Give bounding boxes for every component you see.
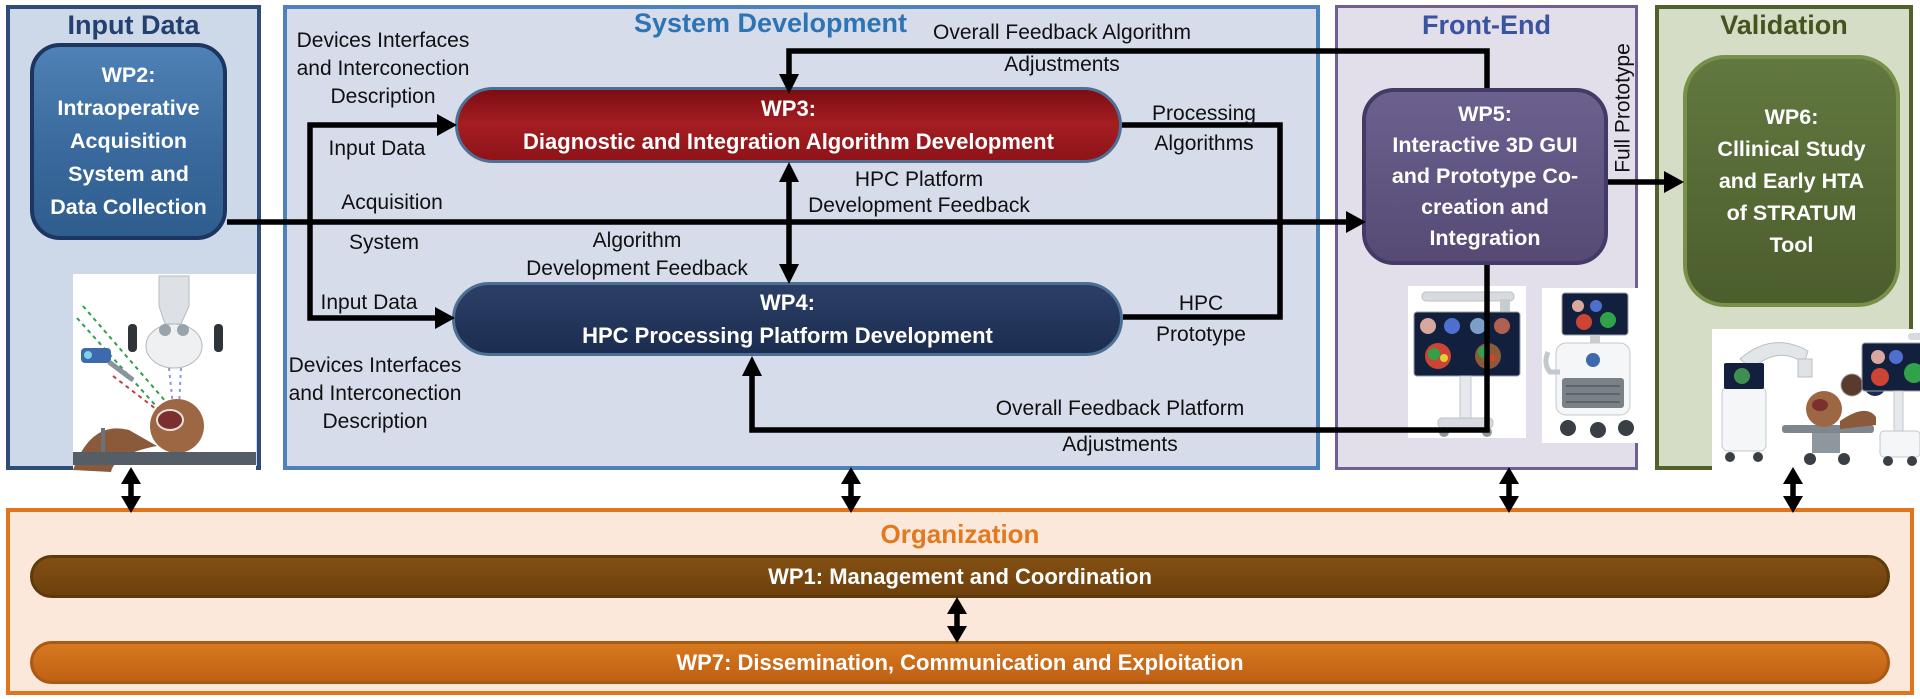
validation-photo-operating-room [1712, 329, 1920, 479]
label-acquisition: Acquisition [341, 191, 443, 214]
wp6-line: WP6: [1764, 105, 1819, 129]
organization-title: Organization [880, 519, 1040, 549]
wp6-line: Cllinical Study [1717, 137, 1866, 161]
wp2-photo-surgical-microscope [73, 274, 256, 472]
wp2-line: Intraoperative [57, 96, 200, 120]
validation-photo-illustration [1712, 329, 1920, 479]
wp1-label: WP1: Management and Coordination [768, 563, 1152, 589]
label-system: System [348, 231, 420, 254]
label-hpc-platform-development-feedback: HPC Platform Development Feedback [808, 168, 1030, 217]
input-data-title: Input Data [67, 10, 200, 40]
wp7-label: WP7: Dissemination, Communication and Ex… [676, 649, 1244, 675]
wp2-line: WP2: [101, 63, 156, 87]
wp2-box: WP2: Intraoperative Acquisition System a… [30, 43, 227, 240]
validation-title: Validation [1720, 10, 1848, 40]
front-end-photo-right-illustration [1542, 288, 1648, 443]
wp4-line: HPC Processing Platform Development [582, 323, 993, 348]
wp4-line: WP4: [760, 290, 815, 315]
wp5-box: WP5: Interactive 3D GUI and Prototype Co… [1362, 88, 1608, 265]
wp6-line: Tool [1769, 233, 1814, 257]
label-overall-feedback-platform: Overall Feedback Platform Adjustments [995, 397, 1245, 456]
wp2-line: Data Collection [50, 195, 207, 219]
front-end-photo-monitor-cart [1408, 286, 1526, 438]
wp3-line: Diagnostic and Integration Algorithm Dev… [523, 129, 1054, 154]
wp3-line: WP3: [761, 96, 816, 121]
wp2-line: Acquisition [69, 129, 188, 153]
label-full-prototype: Full Prototype [1611, 43, 1635, 173]
label-input-data-bottom: Input Data [320, 291, 418, 314]
wp2-line: System and [68, 162, 189, 186]
front-end-title: Front-End [1422, 10, 1551, 40]
system-development-title: System Development [633, 8, 908, 38]
front-end-photo-stratum-cart [1542, 288, 1648, 443]
label-input-data-top: Input Data [328, 137, 426, 160]
wp1-bar: WP1: Management and Coordination [30, 555, 1890, 598]
wp7-bar: WP7: Dissemination, Communication and Ex… [30, 641, 1890, 684]
wp3-box: WP3: Diagnostic and Integration Algorith… [455, 87, 1122, 163]
wp5-line: WP5: [1458, 102, 1512, 126]
label-processing-algorithms: Processing Algorithms [1152, 102, 1256, 155]
wp2-photo-illustration [73, 274, 256, 472]
wp5-line: and Prototype Co- [1391, 164, 1579, 188]
wp6-line: of STRATUM [1726, 201, 1857, 225]
label-overall-feedback-algorithm: Overall Feedback Algorithm Adjustments [933, 21, 1191, 76]
wp4-box: WP4: HPC Processing Platform Development [452, 282, 1123, 356]
label-algorithm-development-feedback: Algorithm Development Feedback [526, 229, 748, 280]
label-devices-interfaces-bottom: Devices Interfaces and Interconection De… [288, 354, 462, 433]
label-devices-interfaces-top: Devices Interfaces and Interconection De… [296, 29, 470, 108]
label-hpc-prototype: HPC Prototype [1156, 292, 1246, 346]
wp5-line: Integration [1429, 226, 1541, 250]
front-end-photo-left-illustration [1408, 286, 1526, 438]
wp6-line: and Early HTA [1718, 169, 1865, 193]
wp6-box: WP6: Cllinical Study and Early HTA of ST… [1683, 55, 1900, 307]
wp5-line: Interactive 3D GUI [1392, 133, 1578, 157]
wp5-line: creation and [1421, 195, 1549, 219]
